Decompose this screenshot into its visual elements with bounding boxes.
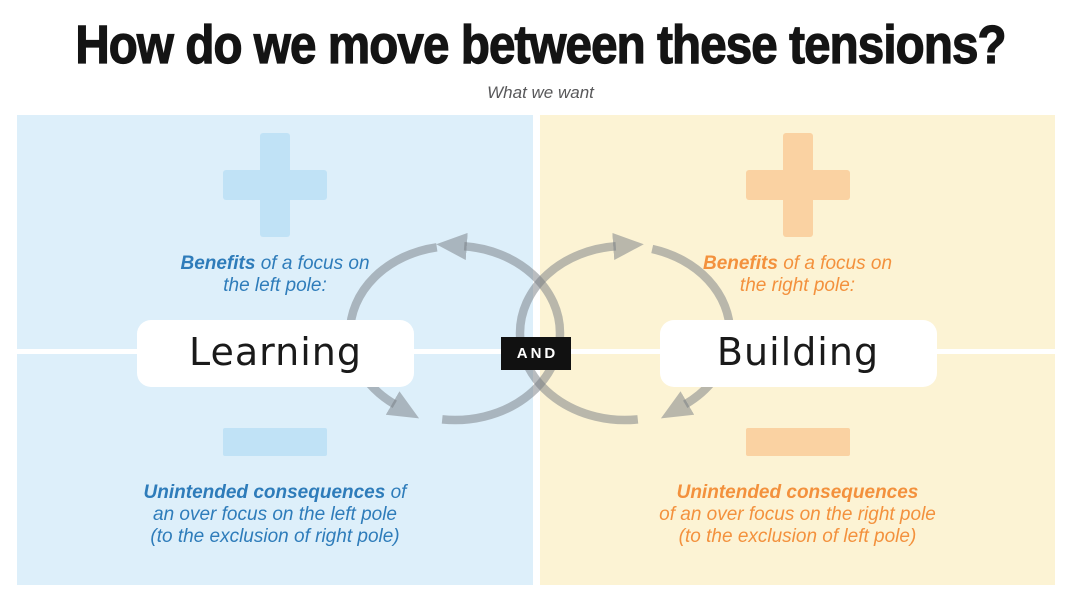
left-consequences-lead: Unintended consequences bbox=[143, 482, 386, 503]
minus-icon-left bbox=[223, 428, 327, 456]
plus-icon-left bbox=[223, 133, 327, 237]
right-benefits-rest: of a focus on the right pole: bbox=[739, 253, 893, 296]
right-benefits-lead: Benefits bbox=[702, 253, 778, 274]
plus-icon-right-bar bbox=[745, 170, 850, 200]
left-pole-label: Learning bbox=[189, 330, 362, 374]
left-consequences-text: Unintended consequences of an over focus… bbox=[135, 482, 415, 548]
page-title: How do we move between these tensions? bbox=[75, 14, 1007, 75]
right-benefits-text: Benefits of a focus on the right pole: bbox=[673, 253, 923, 297]
left-consequences-rest: of an over focus on the left pole (to th… bbox=[150, 482, 407, 547]
minus-icon-right bbox=[745, 428, 850, 456]
and-connector-badge: AND bbox=[501, 337, 571, 370]
subtitle: What we want bbox=[487, 83, 594, 102]
left-benefits-lead: Benefits bbox=[180, 253, 256, 274]
right-pole-box: Building bbox=[659, 320, 937, 387]
left-benefits-rest: of a focus on the left pole: bbox=[223, 253, 370, 296]
right-consequences-lead: Unintended consequences bbox=[676, 482, 919, 503]
plus-icon-left-bar bbox=[223, 170, 327, 200]
left-pole-box: Learning bbox=[137, 320, 414, 387]
left-benefits-text: Benefits of a focus on the left pole: bbox=[150, 253, 400, 297]
plus-icon-right bbox=[745, 133, 850, 237]
right-consequences-text: Unintended consequences of an over focus… bbox=[658, 482, 938, 548]
right-pole-label: Building bbox=[716, 330, 880, 374]
right-consequences-rest: of an over focus on the right pole (to t… bbox=[659, 504, 936, 547]
